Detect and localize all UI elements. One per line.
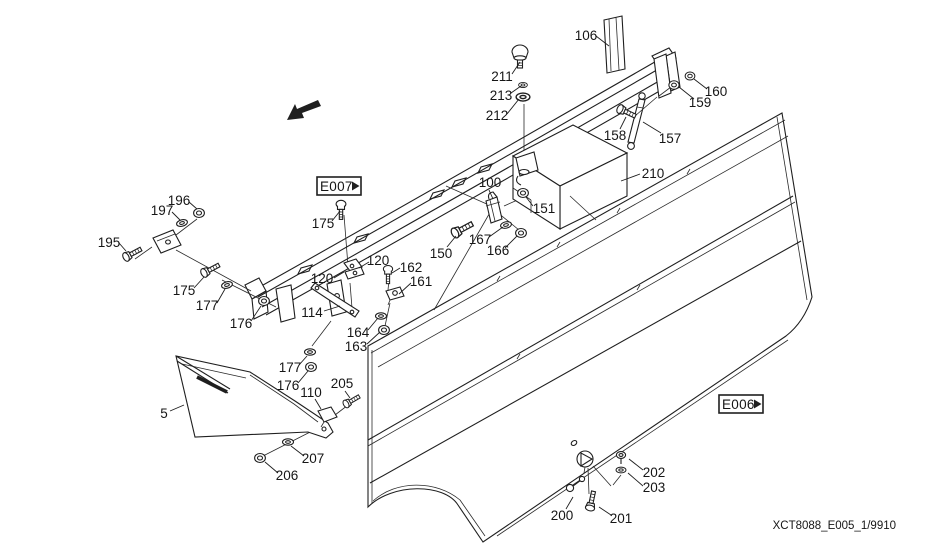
washer-164 — [374, 312, 388, 320]
callout-5: 5 — [160, 406, 168, 421]
callout-196: 196 — [168, 193, 191, 208]
stay-bar-114 — [310, 279, 360, 318]
callout-205: 205 — [331, 376, 354, 391]
callout-150: 150 — [430, 246, 453, 261]
nut-176-mid — [305, 361, 317, 373]
callout-100: 100 — [479, 175, 502, 190]
clip-bracket — [152, 229, 182, 254]
leader-lines — [118, 35, 708, 516]
ref-link-e007-label[interactable]: E007 — [320, 179, 353, 194]
view-direction-arrow-icon — [287, 100, 321, 120]
bolt-201 — [584, 489, 599, 513]
plate-110 — [317, 406, 338, 428]
callout-160: 160 — [705, 84, 728, 99]
nut-206 — [254, 452, 266, 464]
bracket-106 — [603, 15, 626, 74]
callout-106: 106 — [575, 28, 598, 43]
callout-labels: 106 211 213 212 158 157 159 160 210 100 … — [98, 28, 728, 526]
callout-157: 157 — [659, 131, 682, 146]
ref-link-e006[interactable]: E006 — [718, 394, 764, 414]
ref-link-e007[interactable]: E007 — [316, 176, 362, 196]
knob-bracket — [515, 151, 539, 186]
knob-211 — [511, 44, 529, 69]
callout-151: 151 — [533, 201, 556, 216]
callout-114: 114 — [301, 305, 323, 320]
clamp-120 — [343, 258, 365, 280]
bolt-205 — [341, 392, 362, 410]
callout-167: 167 — [469, 232, 492, 247]
rail-left-end-cap — [244, 277, 267, 300]
callout-120: 120 — [311, 271, 334, 286]
callout-163: 163 — [345, 339, 368, 354]
callout-197: 197 — [151, 203, 174, 218]
side-panel — [367, 112, 813, 543]
callout-177: 177 — [196, 298, 219, 313]
assembly-axis-lines — [134, 86, 672, 495]
callout-195: 195 — [98, 235, 121, 250]
callout-159: 159 — [689, 95, 712, 110]
callout-175: 175 — [173, 283, 196, 298]
nut-159 — [668, 80, 680, 90]
callout-206: 206 — [276, 468, 299, 483]
latch-striker — [576, 450, 594, 474]
nut-166 — [515, 227, 527, 239]
bolt-175-left — [198, 260, 222, 279]
nut-176-left — [258, 295, 270, 307]
callout-176: 176 — [277, 378, 300, 393]
rail-slots — [296, 163, 494, 275]
callout-176: 176 — [230, 316, 253, 331]
ref-link-e006-label[interactable]: E006 — [722, 397, 755, 412]
callout-203: 203 — [643, 480, 666, 495]
washer-177-mid — [303, 348, 317, 356]
callout-207: 207 — [302, 451, 325, 466]
callout-212: 212 — [486, 108, 509, 123]
callout-161: 161 — [410, 274, 433, 289]
bracket-100 — [485, 191, 503, 224]
gas-strut-157 — [627, 92, 646, 150]
bolt-195 — [120, 244, 144, 263]
panel-hole — [570, 439, 578, 447]
forward-triangle-icon — [754, 399, 762, 409]
strut-bracket — [653, 53, 672, 99]
callout-164: 164 — [347, 325, 370, 340]
callout-213: 213 — [490, 88, 513, 103]
nut-160 — [684, 71, 696, 81]
callout-211: 211 — [491, 69, 513, 84]
callout-166: 166 — [487, 243, 510, 258]
callout-175: 175 — [312, 216, 335, 231]
callout-120: 120 — [367, 253, 390, 268]
washer-207 — [281, 438, 295, 446]
nut-196 — [193, 207, 205, 219]
washer-177-left — [220, 279, 234, 291]
rail-left-tab — [275, 284, 296, 323]
drawing-code: XCT8088_E005_1/9910 — [773, 520, 896, 532]
clamp-161 — [385, 286, 405, 306]
callout-158: 158 — [604, 128, 627, 143]
callout-110: 110 — [300, 385, 322, 400]
nut-163 — [378, 324, 390, 336]
callout-210: 210 — [642, 166, 665, 181]
washer-203 — [615, 466, 627, 474]
forward-triangle-icon — [352, 181, 360, 191]
hook-200 — [565, 475, 586, 493]
callout-162: 162 — [400, 260, 423, 275]
bolt-162 — [382, 264, 394, 285]
callout-201: 201 — [610, 511, 633, 526]
callout-202: 202 — [643, 465, 666, 480]
shield-5 — [175, 355, 334, 439]
nut-151 — [517, 187, 529, 199]
screw-202 — [615, 451, 627, 464]
callout-177: 177 — [279, 360, 302, 375]
callout-200: 200 — [551, 508, 574, 523]
washer-197 — [175, 217, 189, 229]
